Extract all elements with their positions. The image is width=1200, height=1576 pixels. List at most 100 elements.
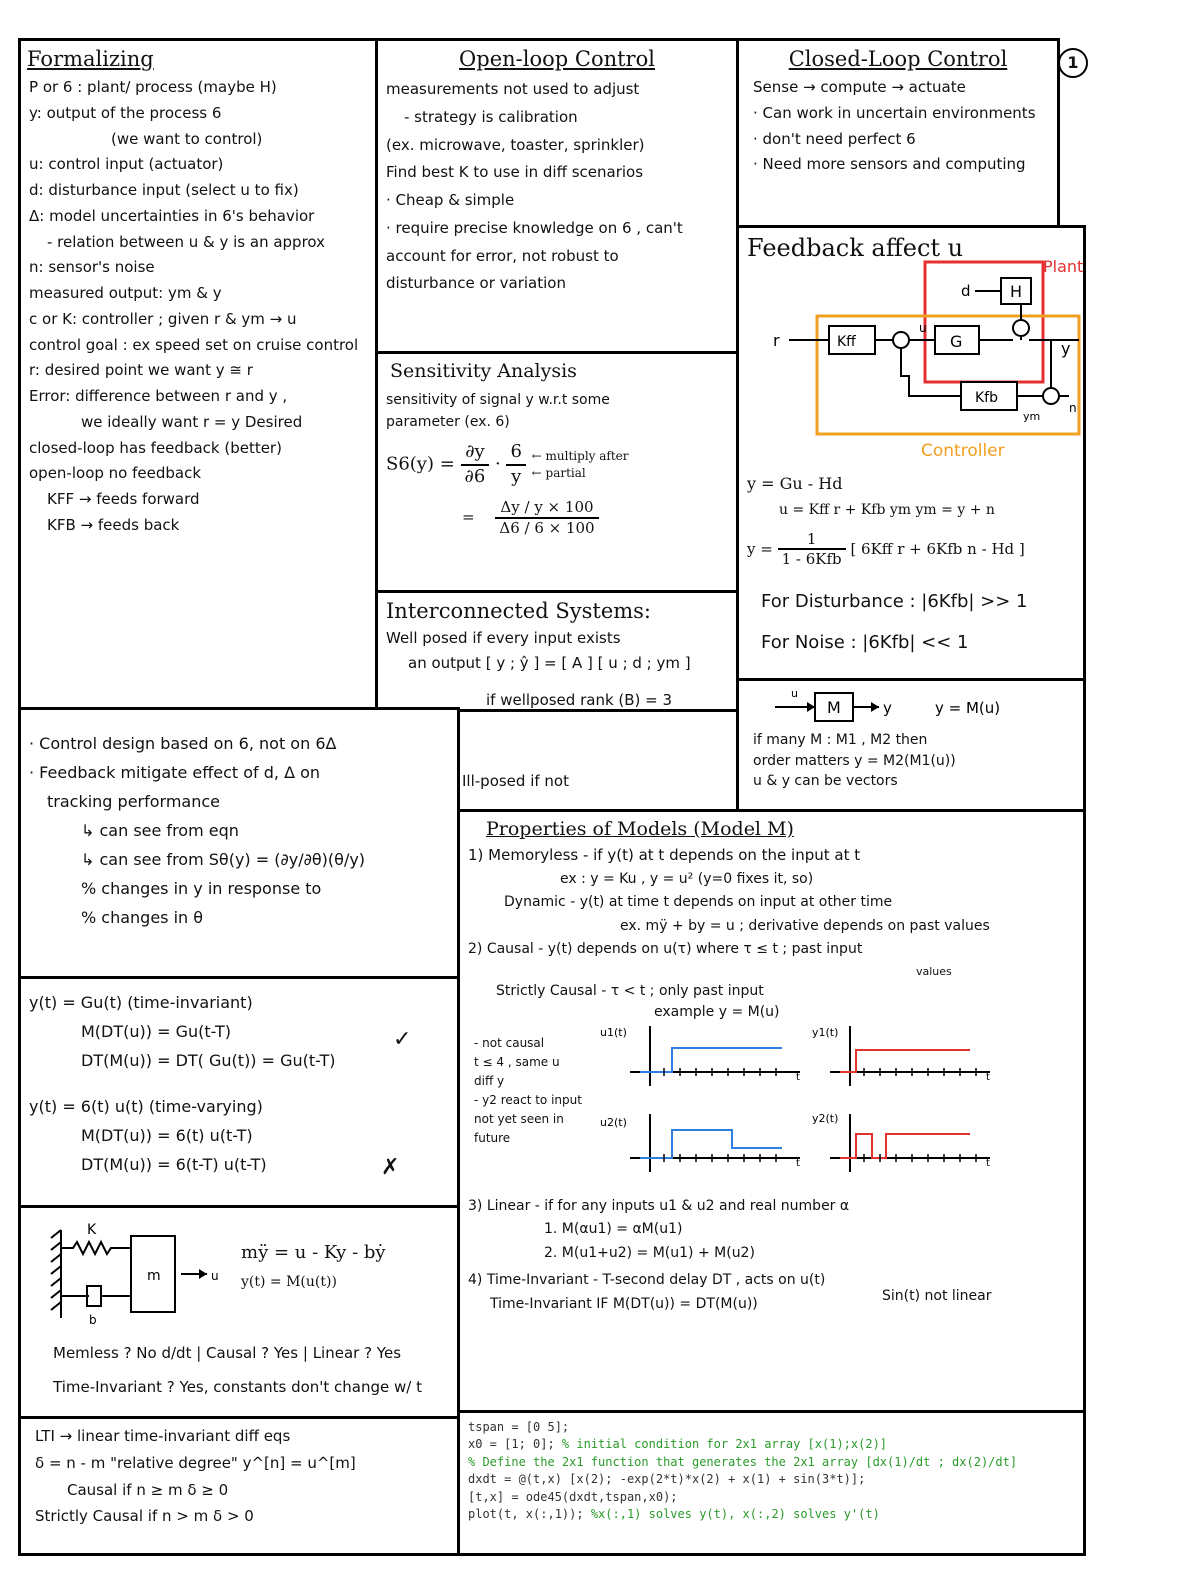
n-signal: n [1069,401,1077,415]
properties-line: ex : y = Ku , y = u² (y=0 fixes it, so) [560,870,814,887]
feedback-eq3-den: 1 - 6Kfb [781,550,842,569]
formalizing-line: r: desired point we want y ≅ r [29,361,253,380]
properties-side-note-line: - not causal [474,1035,545,1050]
properties-line: 1) Memoryless - if y(t) at t depends on … [468,846,861,864]
spring-mass-diagram: K b m u [50,1222,219,1327]
properties-line: ex. mÿ + by = u ; derivative depends on … [620,917,990,934]
interconnected-title: Interconnected Systems: [386,599,652,623]
control-design-lines: · Control design based on 6, not on 6Δ· … [21,734,457,928]
sensitivity-rden: y [511,465,522,487]
formalizing-line: u: control input (actuator) [29,155,224,174]
sum-junction-2 [1012,319,1030,337]
model-m-eq: y = M(u) [935,699,1000,717]
u1-t-label: t [796,1072,800,1083]
y2-label: y2(t) [812,1112,838,1125]
sensitivity-pnum: Δy / y × 100 [495,498,599,519]
wires [789,290,1079,397]
spring [61,1239,131,1257]
closed-loop-panel: Closed-Loop Control Sense → compute → ac… [736,38,1060,228]
y1-plot: y1(t) t [812,1025,990,1086]
feedback-eq3-rhs: [ 6Kff r + 6Kfb n - Hd ] [850,539,1025,558]
sum-junction-1 [892,331,910,349]
time-invariance-panel: y(t) = Gu(t) (time-invariant)M(DT(u)) = … [18,976,460,1208]
ym-signal: ym [1023,410,1040,423]
spring-k-label: K [87,1222,97,1238]
time-invariance-lines: y(t) = Gu(t) (time-invariant)M(DT(u)) = … [21,993,457,1175]
open-loop-line: (ex. microwave, toaster, sprinkler) [386,135,645,154]
code-line: dxdt = @(t,x) [x(2); -exp(2*t)*x(2) + x(… [468,1471,1075,1488]
code-text: [t,x] = ode45(dxdt,tspan,x0); [468,1489,678,1504]
model-m-out-label: y [883,699,892,717]
u2-label: u2(t) [600,1116,627,1129]
properties-side-note-line: future [474,1130,511,1145]
properties-side-note-line: t ≤ 4 , same u [474,1054,560,1069]
code-text: dxdt = @(t,x) [x(2); -exp(2*t)*x(2) + x(… [468,1472,866,1487]
controller-region [815,314,1081,436]
sensitivity-dnum: ∂y [460,441,490,466]
open-loop-lines: measurements not used to adjust- strateg… [378,80,736,293]
spring-mass-eq2: y(t) = M(u(t)) [241,1274,337,1290]
u-signal: u [919,321,927,335]
closed-loop-line: · don't need perfect 6 [753,129,916,148]
time-invariant-check: ✓ [393,1027,412,1052]
properties-title: Properties of Models (Model M) [486,818,794,840]
sensitivity-eq: = [462,507,475,526]
page-number: 1 [1058,48,1088,78]
properties-2-line: 3) Linear - if for any inputs u1 & u2 an… [468,1197,850,1214]
interconnected-line: Well posed if every input exists [386,629,621,647]
sensitivity-note2: ← partial [531,465,586,480]
properties-2-line: 4) Time-Invariant - T-second delay DT , … [468,1272,826,1288]
sensitivity-dden: ∂6 [464,465,486,487]
y-signal: y [1061,339,1070,358]
formalizing-line: control goal : ex speed set on cruise co… [29,335,359,354]
h-label: H [1010,282,1022,301]
sensitivity-lhs: S6(y) = [386,453,455,475]
formalizing-line: KFB → feeds back [47,515,180,534]
lti-line: Causal if n ≥ m δ ≥ 0 [67,1480,229,1499]
spring-mass-eq1: mÿ = u - Ky - bẏ [241,1242,386,1263]
interconnected-panel: Interconnected Systems: Well posed if ev… [375,590,739,712]
g-label: G [950,332,962,351]
time-invariance-line: DT(M(u)) = DT( Gu(t)) = Gu(t-T) [81,1051,336,1070]
closed-loop-title: Closed-Loop Control [788,47,1008,71]
code-text: tspan = [0 5]; [468,1420,570,1434]
properties-lines2: 3) Linear - if for any inputs u1 & u2 an… [460,1198,1083,1314]
open-loop-title: Open-loop Control [459,47,655,71]
control-design-line: · Control design based on 6, not on 6Δ [29,734,337,753]
closed-loop-line: · Can work in uncertain environments [753,103,1036,122]
sensitivity-panel: Sensitivity Analysis sensitivity of sign… [375,351,739,593]
formalizing-lines: P or 6 : plant/ process (maybe H)y: outp… [21,78,375,535]
control-design-line: tracking performance [47,792,221,811]
spring-mass-q2: Time-Invariant ? Yes, constants don't ch… [53,1378,422,1396]
formalizing-line: open-loop no feedback [29,464,202,483]
sensitivity-line: sensitivity of signal y w.r.t some [386,392,610,408]
open-loop-line: disturbance or variation [386,274,566,293]
interconnected-line: an output [ y ; ŷ ] = [ A ] [ u ; d ; ym… [408,653,691,672]
feedback-eq3: y = 1 1 - 6Kfb [ 6Kff r + 6Kfb n - Hd ] [739,530,1083,570]
code-line: % Define the 2x1 function that generates… [468,1454,1075,1471]
y1-t-label: t [986,1072,990,1083]
damper [86,1285,102,1307]
formalizing-panel: Formalizing P or 6 : plant/ process (may… [18,38,378,710]
feedback-title: Feedback affect u [747,234,964,262]
interconnected-ill-posed: Ill-posed if not [462,772,569,790]
causality-plots: u1(t) t y1(t) t u2(t) t [600,1025,990,1172]
feedback-eq3-num: 1 [777,530,846,551]
interconnected-lines: Well posed if every input exists an outpu… [378,629,736,673]
properties-sin-note: Sin(t) not linear [882,1288,992,1304]
feedback-disturbance: For Disturbance : |6Kfb| >> 1 [761,591,1028,612]
open-loop-line: measurements not used to adjust [386,80,640,98]
properties-2-line: Time-Invariant IF M(DT(u)) = DT(M(u)) [490,1295,758,1312]
time-invariance-line: M(DT(u)) = Gu(t-T) [81,1022,231,1041]
spring-mass-panel: K b m u mÿ = u - Ky - bẏ y(t) = M(u(t)) … [18,1205,460,1419]
code-line: plot(t, x(:,1)); %x(:,1) solves y(t), x(… [468,1506,1075,1523]
code-comment: % Define the 2x1 function that generates… [468,1454,1018,1469]
properties-2-line: 1. M(αu1) = αM(u1) [544,1221,683,1237]
kff-label: Kff [837,334,856,350]
closed-loop-line: · Need more sensors and computing [753,155,1026,174]
mass-block [130,1235,176,1313]
